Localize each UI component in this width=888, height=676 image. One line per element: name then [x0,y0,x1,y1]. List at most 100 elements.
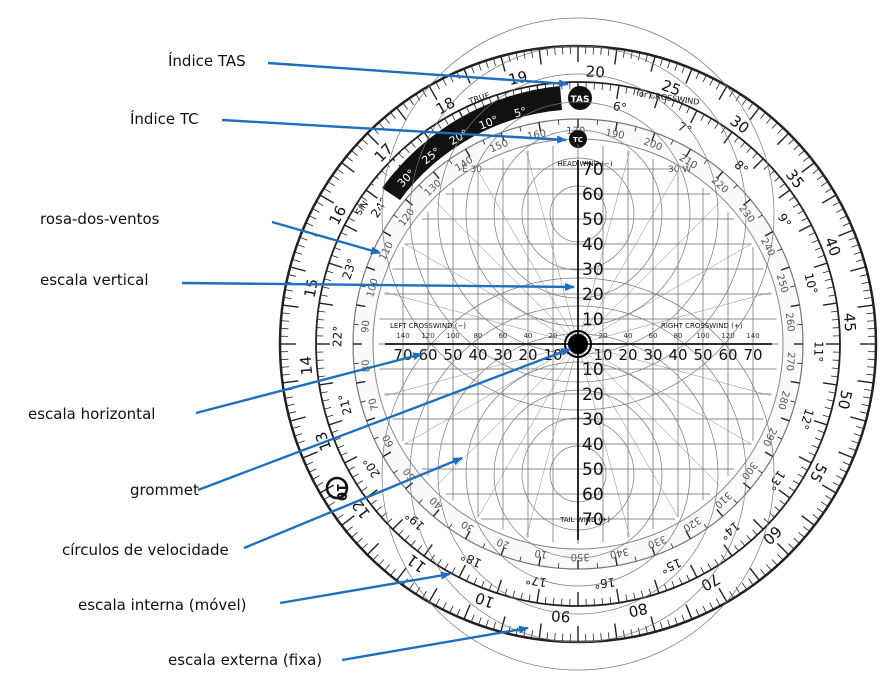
outer-tick [289,416,306,422]
compass-tick [743,482,751,490]
outer-tick [294,251,303,255]
compass-tick [482,543,486,549]
outer-tick [821,194,837,204]
horizontal-scale-number-right: 70 [743,346,762,364]
compass-tick [500,546,505,556]
compass-tick [670,543,674,549]
compass-tick [716,509,724,517]
compass-number: 340 [609,545,630,559]
compass-number: 260 [783,312,796,332]
inner-number: 17° [525,572,548,589]
inner-tick [814,437,822,441]
inner-tick [437,122,442,129]
vertical-scale-number-down: 60 [582,485,604,505]
compass-tick [651,546,656,556]
right-crosswind-label: RIGHT CROSSWIND (+) [661,322,743,330]
arrow-tas-index [267,61,569,88]
inner-number: 11° [811,341,826,363]
outer-tick [776,132,790,146]
outer-tick [361,543,368,550]
outer-tick [859,274,868,277]
outer-tick [777,127,784,134]
inner-tick [616,85,620,100]
inner-tick [714,559,719,566]
outer-tick [857,380,874,384]
outer-tick [378,122,385,129]
arrow-compass-rose [271,220,381,255]
horizontal-scale-number-left: 20 [518,346,537,364]
inner-tick [334,247,342,251]
outer-tick [299,236,308,241]
compass-tick [538,122,542,132]
compass-number: 20 [495,536,511,551]
inner-tick [326,270,334,274]
outer-tick [622,49,626,58]
crosswind-number-right: 60 [649,332,658,340]
compass-tick [703,159,708,165]
outer-tick [449,605,454,614]
inner-tick [707,118,712,125]
outer-tick [793,537,800,544]
tc-index-marker: TC [569,130,587,148]
inner-tick [817,430,825,434]
outer-tick [288,411,297,414]
outer-tick [793,144,800,151]
inner-tick [344,455,358,464]
outer-tick [716,598,721,607]
outer-tick [866,373,875,376]
grommet [568,334,588,354]
compass-tick [405,482,413,490]
inner-tick [451,567,456,574]
compass-tick [757,214,763,219]
compass-tick [743,198,751,206]
outer-tick [323,187,331,193]
outer-tick [729,89,735,97]
outer-number: 20 [585,62,605,81]
outer-tick [346,156,353,162]
outer-tick [294,433,303,437]
outer-tick [853,433,862,437]
arrow-vertical-scale [181,281,575,291]
outer-tick [327,501,336,507]
inner-tick [473,103,478,111]
horizontal-scale-number-right: 20 [618,346,637,364]
outer-tick [292,425,301,430]
outer-tick [859,411,868,414]
inner-tick [340,452,348,456]
inner-tick [340,232,348,236]
inner-tick [641,590,644,598]
inner-tick [797,473,804,478]
inner-number: 21° [336,392,355,416]
outer-tick [384,117,390,124]
inner-tick [370,499,377,505]
inner-tick [320,294,328,297]
compass-tick [382,451,392,458]
outer-tick [282,304,299,308]
vertical-scale-number-down: 10 [582,360,604,380]
inner-tick [798,455,812,464]
inner-number: 12° [797,407,817,432]
inner-tick [404,535,410,541]
inner-tick [331,254,339,258]
outer-tick [749,567,760,581]
crosswind-number-right: 80 [674,332,683,340]
horizontal-scale-number-left: 30 [493,346,512,364]
outer-tick [803,526,810,532]
inner-tick [398,152,404,159]
outer-tick [695,608,700,617]
label-horizontal-scale: escala horizontal [28,405,156,423]
outer-tick [853,251,862,255]
compass-ticks [353,119,803,569]
inner-tick [404,147,410,153]
crosswind-number-left: 100 [446,332,459,340]
outer-tick [485,619,489,628]
inner-tick [689,564,698,578]
inner-tick [609,84,612,92]
outer-tick [771,559,778,566]
outer-number: 19 [507,67,530,89]
outer-tick [803,156,810,162]
outer-tick [674,62,678,71]
outer-tick [674,617,678,626]
inner-tick [788,196,795,201]
